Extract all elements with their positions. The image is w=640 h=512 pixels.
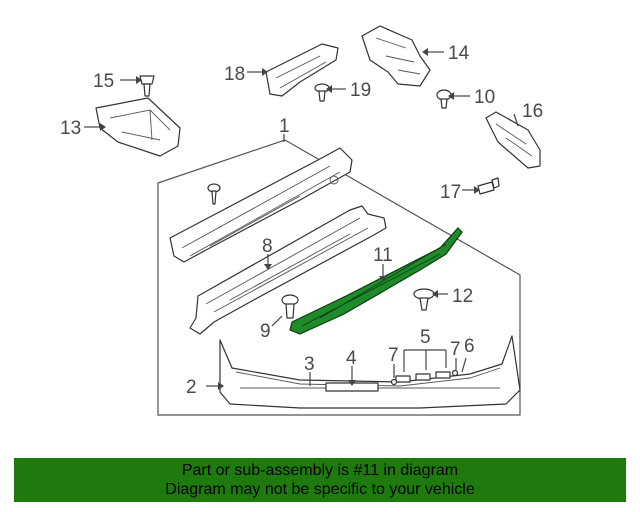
callout-2: 2	[186, 377, 197, 398]
info-banner: Part or sub-assembly is #11 in diagram D…	[14, 458, 626, 502]
callout-8: 8	[262, 236, 273, 257]
assembly-outline	[157, 139, 521, 416]
callout-15: 15	[93, 71, 114, 92]
callout-17: 17	[440, 182, 461, 203]
callout-7-left: 7	[388, 345, 399, 366]
callout-13: 13	[60, 118, 81, 139]
parts-diagram: 15 13 18 19 14 10 16 17 1 8 11 12 9 2 3 …	[60, 25, 543, 416]
callout-18: 18	[224, 64, 245, 85]
part-screw-inner[interactable]	[207, 183, 221, 205]
part-17-screw[interactable]	[477, 177, 500, 195]
part-10-clip[interactable]	[436, 89, 452, 109]
part-1-cowl-panel[interactable]	[169, 147, 353, 263]
callout-5: 5	[420, 327, 431, 348]
callout-7-right: 7	[450, 339, 461, 360]
part-16-bracket[interactable]	[485, 111, 541, 169]
callout-4: 4	[346, 348, 357, 369]
part-13-bracket[interactable]	[95, 97, 181, 157]
callout-12: 12	[452, 286, 473, 307]
callout-19: 19	[350, 80, 371, 101]
banner-line-2: Diagram may not be specific to your vehi…	[165, 481, 475, 498]
part-8-panel[interactable]	[189, 205, 387, 335]
part-9-clip[interactable]	[281, 294, 299, 319]
callout-14: 14	[448, 43, 470, 64]
leader-lines	[84, 48, 519, 390]
callout-10: 10	[474, 87, 495, 108]
callout-6: 6	[464, 336, 475, 357]
callout-16: 16	[522, 101, 543, 122]
callout-1: 1	[279, 116, 290, 137]
callout-9: 9	[260, 321, 271, 342]
part-12-clip[interactable]	[413, 288, 435, 311]
part-19-clip[interactable]	[314, 83, 330, 102]
part-14-bracket[interactable]	[361, 25, 431, 87]
part-15-clip[interactable]	[139, 75, 155, 97]
callout-3: 3	[304, 354, 315, 375]
part-18-bracket[interactable]	[265, 43, 339, 97]
part-2-lower-panel[interactable]	[219, 335, 521, 409]
banner-line-1: Part or sub-assembly is #11 in diagram	[181, 462, 459, 479]
callout-11: 11	[373, 245, 393, 266]
